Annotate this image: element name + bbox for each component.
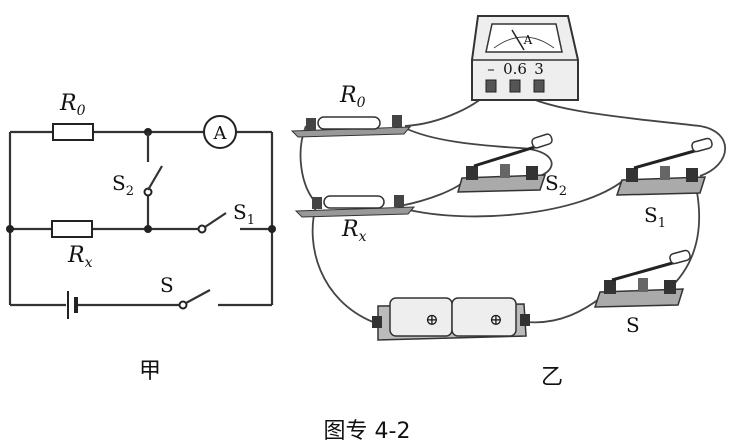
schematic-r0-label: R0 <box>59 91 86 119</box>
schematic-node-mid <box>144 225 152 233</box>
schematic-s-label: S <box>160 273 174 297</box>
physical-r0-label: R0 <box>339 83 366 111</box>
schematic-rx-resistor <box>51 220 93 238</box>
wire-s2-to-r0 <box>404 127 553 177</box>
physical-rx-label: Rx <box>341 217 367 245</box>
physical-s1-label: S1 <box>644 203 666 231</box>
figure-caption: 图专 4-2 <box>324 419 411 444</box>
ammeter-terminal-3-label: 3 <box>534 60 544 78</box>
ammeter-dial-label: A <box>523 33 533 47</box>
physical-diagram: A – 0.6 3 R0 Rx <box>290 15 726 390</box>
schematic-s2-blade <box>147 165 163 191</box>
schematic-ammeter <box>203 115 237 149</box>
schematic-rx-label: Rx <box>67 243 93 271</box>
schematic-diagram: A R0 Rx S2 S1 S 甲 <box>6 91 276 384</box>
physical-rx <box>294 195 416 218</box>
schematic-s1-contact <box>197 224 207 234</box>
physical-s-label: S <box>626 313 640 337</box>
ammeter-dial <box>485 23 563 53</box>
battery-plus-2: ⊕ <box>489 310 502 329</box>
schematic-s2-label: S2 <box>112 171 134 199</box>
physical-r0 <box>290 115 412 138</box>
physical-battery <box>372 297 530 341</box>
ammeter-terminal-minus <box>485 79 497 93</box>
ammeter-terminal-06 <box>509 79 521 93</box>
schematic-caption: 甲 <box>139 359 161 384</box>
schematic-s-contact <box>178 300 188 310</box>
schematic-s1-label: S1 <box>233 200 255 228</box>
physical-s2-switch <box>456 133 553 193</box>
wire-rx-to-s2 <box>399 179 467 207</box>
ammeter-terminal-06-label: 0.6 <box>503 60 527 78</box>
wire-rx-to-s1 <box>404 179 625 218</box>
ammeter-terminal-3 <box>533 79 545 93</box>
physical-s2-label: S2 <box>545 171 567 199</box>
physical-caption: 乙 <box>541 365 563 390</box>
wire-rx-to-battery <box>311 205 374 323</box>
wire-r0-to-rx <box>299 125 317 204</box>
schematic-node-right <box>268 225 276 233</box>
wire-ammeter-to-s1 <box>514 89 726 177</box>
schematic-node-left <box>6 225 14 233</box>
schematic-r0-resistor <box>52 123 94 141</box>
schematic-ammeter-symbol: A <box>213 123 228 144</box>
physical-s1-switch <box>615 137 713 196</box>
battery-plus-1: ⊕ <box>425 310 438 329</box>
wire-s1-to-s <box>667 191 701 291</box>
physical-ammeter: A – 0.6 3 <box>471 15 579 101</box>
schematic-s-blade <box>185 289 211 304</box>
schematic-s1-blade <box>204 212 227 228</box>
physical-s-switch <box>593 249 691 308</box>
ammeter-needle <box>511 29 525 51</box>
ammeter-terminal-minus-label: – <box>487 60 495 78</box>
wire-battery-to-s <box>525 295 604 324</box>
